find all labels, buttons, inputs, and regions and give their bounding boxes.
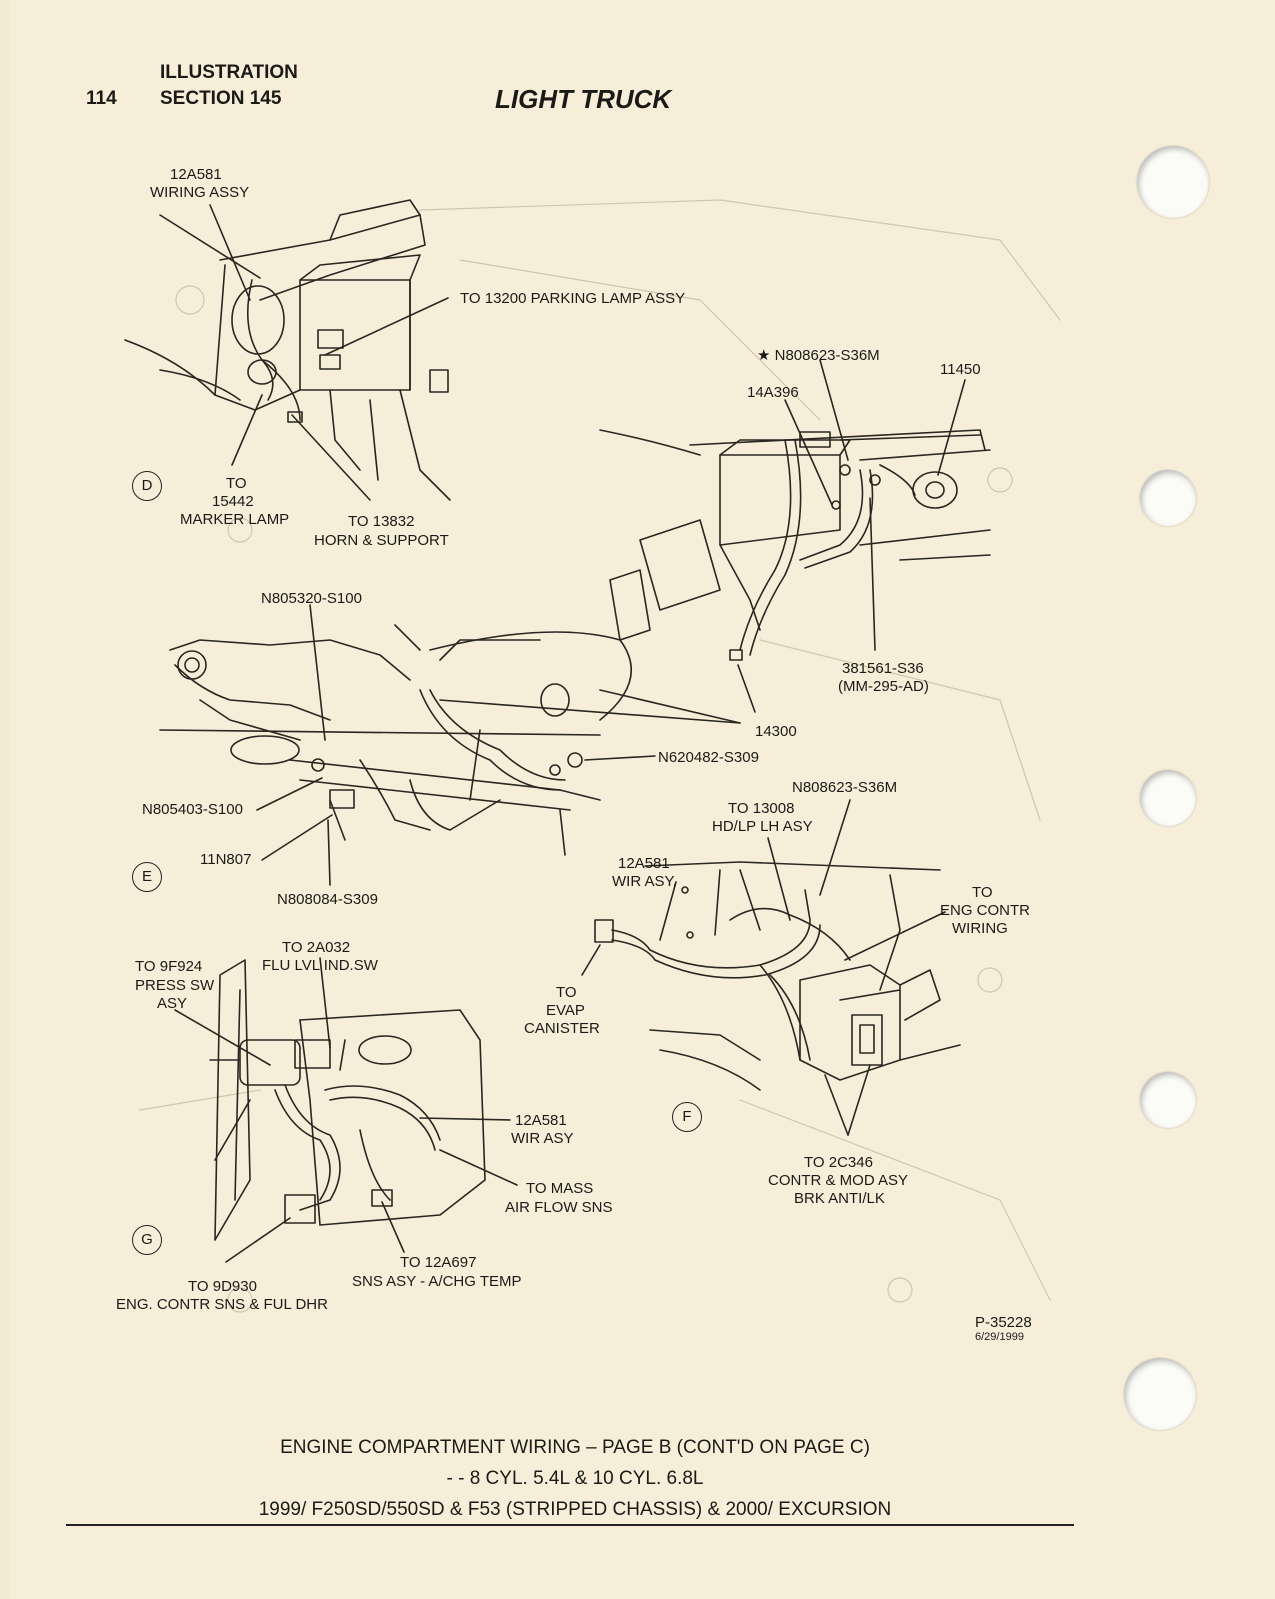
illustration-label: ILLUSTRATION [160,62,298,83]
label-wiring: WIRING [952,920,1008,937]
label-flu-lvl-ind-sw: FLU LVL IND.SW [262,957,378,974]
label-asy: ASY [157,995,188,1012]
manual-page [10,0,1275,1599]
view-marker-f: F [672,1102,702,1132]
label-sns-asy-achg-temp: SNS ASY - A/CHG TEMP [352,1273,522,1290]
label-parking-lamp: TO 13200 PARKING LAMP ASSY [460,290,686,307]
label-mm-295-ad: (MM-295-AD) [838,678,929,695]
label-n808623-s36m-star: ★ N808623-S36M [757,347,880,364]
label-g-12a581: 12A581 [515,1112,567,1129]
label-11450: 11450 [940,361,981,378]
label-press-sw: PRESS SW [135,977,215,994]
drawing-code: P-35228 [975,1314,1032,1331]
label-evap: EVAP [546,1002,585,1019]
binder-hole-4 [1140,1072,1196,1128]
view-g-art [209,959,486,1241]
label-to-13832: TO 13832 [348,513,415,530]
label-eng-contr: ENG CONTR [940,902,1030,919]
view-d-art [124,199,451,501]
label-12a581: 12A581 [170,166,222,183]
label-to-9f924: TO 9F924 [135,958,203,975]
drawing-date: 6/29/1999 [975,1331,1024,1343]
label-n808623-s36m: N808623-S36M [792,779,898,796]
label-canister: CANISTER [524,1020,600,1037]
label-n805320-s100: N805320-S100 [261,590,362,607]
binder-hole-5 [1124,1358,1196,1430]
label-contr-mod-asy: CONTR & MOD ASY [768,1172,909,1189]
view-marker-e: E [132,862,162,892]
label-evap-to: TO [556,984,577,1001]
binder-hole-3 [1140,770,1196,826]
label-to-13008: TO 13008 [728,800,795,817]
label-d-to: TO [226,475,247,492]
label-air-flow-sns: AIR FLOW SNS [505,1199,613,1216]
label-brk-anti-lk: BRK ANTI/LK [794,1190,885,1207]
page-number: 114 [86,88,117,109]
binder-hole-1 [1137,146,1209,218]
drawing-reference: P-35228 6/29/1999 [975,1314,1032,1344]
label-wiring-assy: WIRING ASSY [150,184,250,201]
caption-line-1: ENGINE COMPARTMENT WIRING – PAGE B (CONT… [280,1437,870,1458]
label-n620482-s309: N620482-S309 [658,749,759,766]
section-label: SECTION 145 [160,88,282,109]
label-11n807: 11N807 [200,851,252,868]
label-14a396: 14A396 [747,384,799,401]
caption-line-3: 1999/ F250SD/550SD & F53 (STRIPPED CHASS… [258,1499,892,1520]
label-381561-s36: 381561-S36 [842,660,924,677]
label-to-9d930: TO 9D930 [188,1278,257,1295]
caption-rule [66,1524,1074,1526]
label-f-12a581: 12A581 [618,855,670,872]
label-n808084-s309: N808084-S309 [277,891,378,908]
label-15442: 15442 [212,493,254,510]
label-f-to: TO [972,884,993,901]
label-hd-lp-lh-asy: HD/LP LH ASY [712,818,813,835]
label-wir-asy-f: WIR ASY. [612,873,677,890]
label-eng-contr-sns: ENG. CONTR SNS & FUL DHR [116,1296,328,1313]
label-g-wir-asy: WIR ASY [511,1130,574,1147]
view-marker-g: G [132,1225,162,1255]
label-to-mass: TO MASS [526,1180,594,1197]
view-battery-art [599,429,991,661]
caption-line-2: - - 8 CYL. 5.4L & 10 CYL. 6.8L [446,1468,704,1489]
label-to-2a032: TO 2A032 [282,939,351,956]
binder-hole-2 [1140,470,1196,526]
label-n805403-s100: N805403-S100 [142,801,243,818]
label-marker-lamp: MARKER LAMP [180,511,290,528]
label-horn-support: HORN & SUPPORT [314,532,449,549]
view-marker-d: D [132,471,162,501]
label-to-12a697: TO 12A697 [400,1254,477,1271]
view-f-art [594,861,961,1091]
view-e-art [159,624,633,856]
page-title: LIGHT TRUCK [495,84,672,114]
label-14300: 14300 [755,723,797,740]
label-to-2c346: TO 2C346 [804,1154,873,1171]
